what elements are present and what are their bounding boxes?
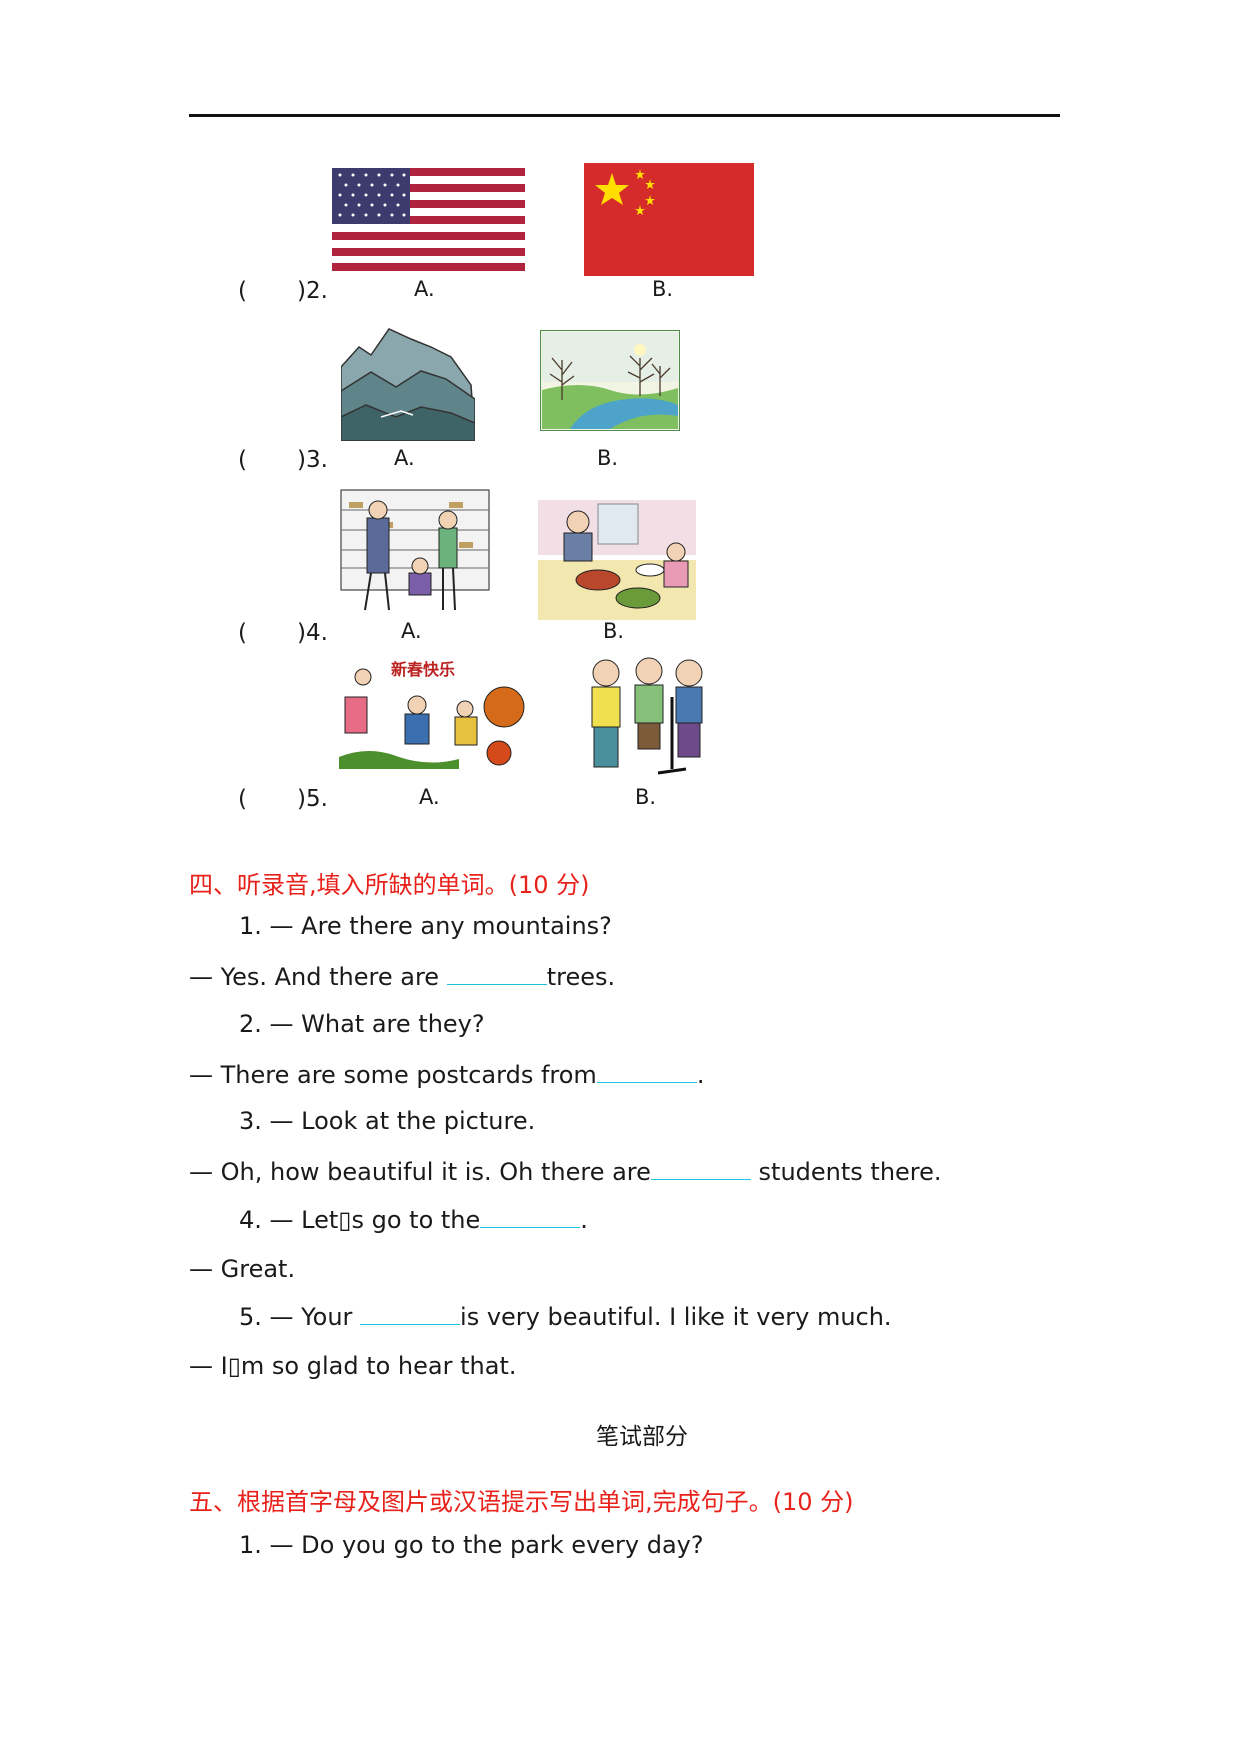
dinner-table-image	[538, 500, 696, 620]
answer-paren: (	[238, 447, 247, 473]
option-a-label: A.	[414, 277, 435, 301]
mountains-image	[341, 327, 475, 441]
option-b-label: B.	[635, 785, 657, 809]
header-rule	[189, 114, 1060, 117]
festival-text: 新春快乐	[391, 660, 455, 679]
answer-blank[interactable]	[480, 1205, 581, 1228]
option-a-label: A.	[401, 619, 422, 643]
dialog-line: — I▯m so glad to hear that.	[189, 1352, 517, 1380]
dialog-line: 4. — Let▯s go to the.	[239, 1205, 588, 1234]
dialog-line: 1. — Do you go to the park every day?	[239, 1531, 704, 1559]
river-trees-image	[540, 330, 680, 431]
spring-festival-image: 新春快乐	[339, 657, 529, 769]
option-b-label: B.	[652, 277, 674, 301]
question-number: )3.	[297, 447, 328, 473]
question-number: )5.	[297, 786, 328, 812]
dialog-line: 5. — Your is very beautiful. I like it v…	[239, 1302, 892, 1331]
option-b-label: B.	[597, 446, 619, 470]
question-number: )2.	[297, 278, 328, 304]
dialog-line: 2. — What are they?	[239, 1010, 485, 1038]
section-5-title: 五、根据首字母及图片或汉语提示写出单词,完成句子。(10 分)	[189, 1488, 854, 1516]
answer-paren: (	[238, 278, 247, 304]
answer-blank[interactable]	[446, 962, 547, 985]
dialog-line: — Oh, how beautiful it is. Oh there are …	[189, 1157, 942, 1186]
answer-paren: (	[238, 786, 247, 812]
dialog-line: 3. — Look at the picture.	[239, 1107, 536, 1135]
dialog-line: — Yes. And there are trees.	[189, 962, 616, 991]
answer-blank[interactable]	[360, 1302, 461, 1325]
boys-singing-image	[584, 651, 712, 777]
dialog-line: — There are some postcards from.	[189, 1060, 705, 1089]
dialog-line: 1. — Are there any mountains?	[239, 912, 612, 940]
chinese-flag-image	[584, 163, 754, 276]
written-part-heading: 笔试部分	[596, 1424, 688, 1450]
american-flag-image	[332, 168, 525, 271]
answer-blank[interactable]	[596, 1060, 697, 1083]
option-a-label: A.	[394, 446, 415, 470]
question-number: )4.	[297, 620, 328, 646]
dialog-line: — Great.	[189, 1255, 296, 1283]
section-4-title: 四、听录音,填入所缺的单词。(10 分)	[189, 871, 590, 899]
option-b-label: B.	[603, 619, 625, 643]
answer-blank[interactable]	[650, 1157, 751, 1180]
shoe-shop-image	[339, 488, 491, 616]
answer-paren: (	[238, 620, 247, 646]
option-a-label: A.	[419, 785, 440, 809]
